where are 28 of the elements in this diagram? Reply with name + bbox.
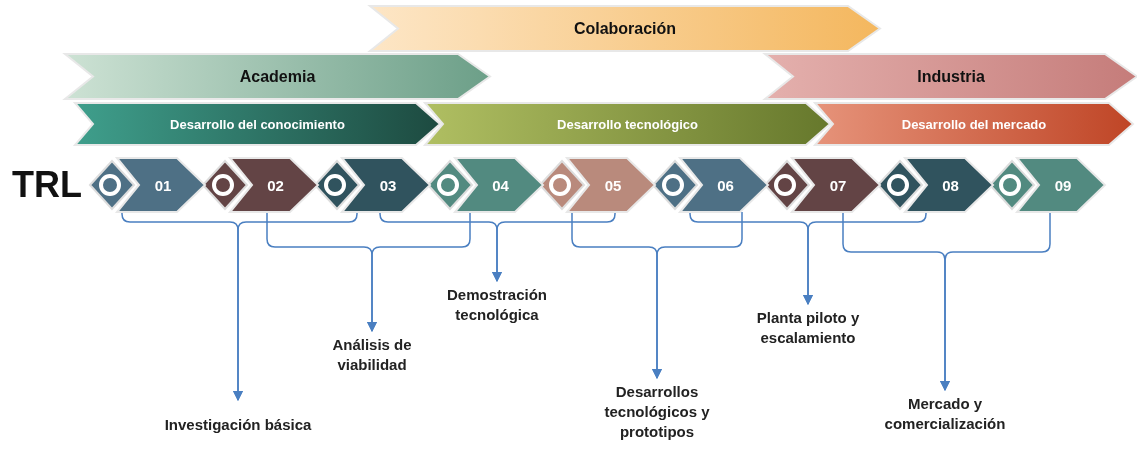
- outcome-label: Mercado y comercialización: [883, 394, 1007, 434]
- trl-level-tag: 06: [679, 158, 768, 212]
- outcome-label: Análisis de viabilidad: [331, 335, 413, 375]
- bracket-arrow: [491, 211, 616, 283]
- trl-level-tag: 05: [567, 158, 655, 212]
- phase-banner: Desarrollo del mercado: [815, 103, 1133, 145]
- bracket-arrow: [651, 211, 743, 380]
- bracket-arrow: [232, 211, 358, 402]
- phase-banner: Desarrollo del conocimiento: [75, 103, 440, 145]
- trl-level-tag: 03: [342, 158, 430, 212]
- outcome-label: Desarrollos tecnológicos y prototipos: [603, 382, 711, 442]
- trl-level-tag: 04: [454, 158, 543, 212]
- bracket-arrow: [802, 211, 927, 306]
- phase-banner: Desarrollo tecnológico: [425, 103, 830, 145]
- sector-banner: Academia: [65, 54, 490, 99]
- trl-level-tag: 08: [904, 158, 993, 212]
- trl-level-tag: 02: [229, 158, 318, 212]
- bracket-arrow: [939, 211, 1051, 392]
- trl-level-tag: 07: [792, 158, 880, 212]
- trl-level-tag: 01: [117, 158, 205, 212]
- sector-banner: Industria: [765, 54, 1137, 99]
- outcome-label: Planta piloto y escalamiento: [755, 308, 861, 348]
- sector-banner: Colaboración: [370, 6, 880, 51]
- outcome-label: Investigación básica: [164, 415, 312, 435]
- outcome-label: Demostración tecnológica: [446, 285, 548, 325]
- trl-heading: TRL: [12, 163, 82, 207]
- trl-level-tag: 09: [1017, 158, 1105, 212]
- bracket-arrow: [366, 211, 471, 333]
